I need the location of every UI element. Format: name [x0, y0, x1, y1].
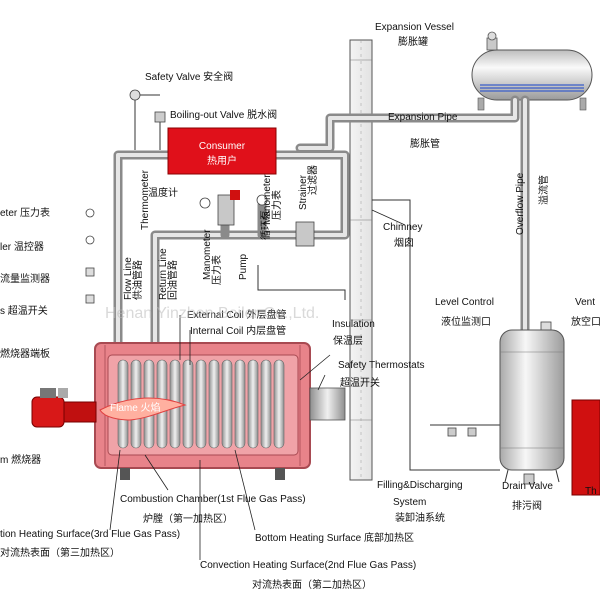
coils [117, 359, 285, 449]
chimney-cn-label: 烟囱 [394, 236, 414, 249]
insulation-en-label: Insulation [332, 319, 375, 330]
leader-lines [109, 209, 406, 560]
overflow-pipe-cn-label: 溢流管 [537, 175, 550, 205]
safety-valve-label: Safety Valve 安全阀 [145, 70, 233, 83]
safety-thermostat-cn-label: 超温开关 [340, 376, 380, 389]
overflow-pipe-en-label: Overflow Pipe [515, 172, 526, 235]
thermometer-cn-label: 温度计 [148, 186, 178, 199]
convection-2nd-cn-label: 对流热表面（第二加热区） [252, 578, 372, 591]
drain-valve-cn-label: 排污阀 [512, 499, 542, 512]
manometer2-icon [256, 194, 268, 206]
boiling-out-valve-icon [154, 111, 166, 123]
chimney [349, 39, 373, 481]
boiling-out-valve-label: Boiling-out Valve 脱水阀 [170, 108, 277, 121]
pump-en-label: Pump [238, 253, 249, 280]
filling-valve-icon [447, 427, 457, 437]
flame: Flame 火焰 [99, 397, 187, 421]
consumer-box: Consumer 热用户 [167, 127, 277, 175]
strainer-cn-label: 过滤器 [306, 165, 319, 195]
level-control-cn-label: 液位监测口 [441, 315, 491, 328]
expansion-pipe-en-label: Expansion Pipe [388, 112, 458, 123]
bottom-heating-label: Bottom Heating Surface 底部加热区 [255, 531, 414, 544]
strainer-en-label: Strainer [298, 174, 309, 210]
insulation-cn-label: 保温层 [333, 334, 363, 347]
drain-valve-en-label: Drain Valve [502, 481, 553, 492]
coil-tube [182, 359, 194, 449]
vent-cn-label: 放空口 [571, 315, 600, 328]
filling-en-label: Filling&Discharging [377, 480, 463, 491]
return-line-cn-label: 回油管路 [166, 260, 179, 300]
pressure-gauge-left-label: eter 压力表 [0, 206, 50, 219]
internal-coil-label: Internal Coil 内层盘管 [190, 324, 286, 337]
strainer-icon [295, 221, 315, 247]
flow-line-cn-label: 供油管路 [131, 260, 144, 300]
convection-3rd-cn-label: 对流热表面（第三加热区） [0, 546, 120, 559]
burner-left-label: m 燃烧器 [0, 453, 41, 466]
manometer-cn-label: 压力表 [210, 255, 223, 285]
expansion-vessel-cn-label: 膨胀罐 [398, 35, 428, 48]
temp-controller-left-icon [85, 235, 95, 245]
burner-terminal-left-label: 燃烧器端板 [0, 347, 50, 360]
pump-icon [217, 194, 235, 226]
over-temp-left-icon [85, 294, 95, 304]
combustion-chamber-cn-label: 炉膛（第一加热区） [143, 512, 233, 525]
expansion-vessel-en-label: Expansion Vessel [375, 22, 454, 33]
chimney-en-label: Chimney [383, 222, 422, 233]
filling-valve2-icon [467, 427, 477, 437]
temp-controller-left-label: ler 温控器 [0, 240, 44, 253]
coil-tube [247, 359, 259, 449]
return-line-en-label: Return Line [158, 248, 169, 300]
coil-tube [234, 359, 246, 449]
safety-valve-icon [129, 89, 141, 101]
consumer-en-label: Consumer [199, 141, 246, 152]
expansion-pipe-cn-label: 膨胀管 [410, 137, 440, 150]
storage-tank [499, 329, 565, 483]
pump-cn-label: 循环泵 [259, 210, 272, 240]
coil-tube [221, 359, 233, 449]
convection-3rd-en-label: tion Heating Surface(3rd Flue Gas Pass) [0, 529, 180, 540]
safety-thermostat-en-label: Safety Thermostats [338, 360, 425, 371]
pump-motor-icon [230, 190, 240, 200]
valves-gauges [85, 89, 552, 485]
pipe-network [113, 94, 530, 471]
coil-tube [260, 359, 272, 449]
right-edge-red-tank [571, 399, 600, 496]
burner [31, 388, 97, 428]
flow-line-en-label: Flow Line [123, 257, 134, 300]
watermark-text: Henan Yinzhen Boiler Co.,Ltd. [105, 305, 319, 322]
expansion-vessel [471, 31, 593, 111]
coil-tube [195, 359, 207, 449]
convection-2nd-en-label: Convection Heating Surface(2nd Flue Gas … [200, 560, 416, 571]
pressure-gauge-left-icon [85, 208, 95, 218]
vent-en-label: Vent [575, 297, 595, 308]
drain-valve-icon [523, 473, 535, 485]
combustion-chamber-en-label: Combustion Chamber(1st Flue Gas Pass) [120, 494, 306, 505]
filling-cn-label: 装卸油系统 [395, 511, 445, 524]
manometer2-en-label: Manometer [262, 174, 273, 225]
flow-monitor-left-icon [85, 267, 95, 277]
right-edge-cut-label: Th [585, 486, 597, 497]
level-control-en-label: Level Control [435, 297, 494, 308]
coil-tube [208, 359, 220, 449]
consumer-cn-label: 热用户 [207, 154, 237, 167]
filling-en2-label: System [393, 497, 426, 508]
manometer-en-label: Manometer [202, 229, 213, 280]
over-temp-left-label: s 超温开关 [0, 304, 48, 317]
thermometer-en-label: Thermometer [140, 169, 151, 230]
external-coil-label: External Coil 外层盘管 [187, 308, 286, 321]
manometer2-cn-label: 压力表 [270, 190, 283, 220]
coil-tube [273, 359, 285, 449]
flow-monitor-left-label: 流量监测器 [0, 272, 50, 285]
flame-label: Flame 火焰 [110, 401, 161, 414]
manometer-icon [199, 197, 211, 209]
